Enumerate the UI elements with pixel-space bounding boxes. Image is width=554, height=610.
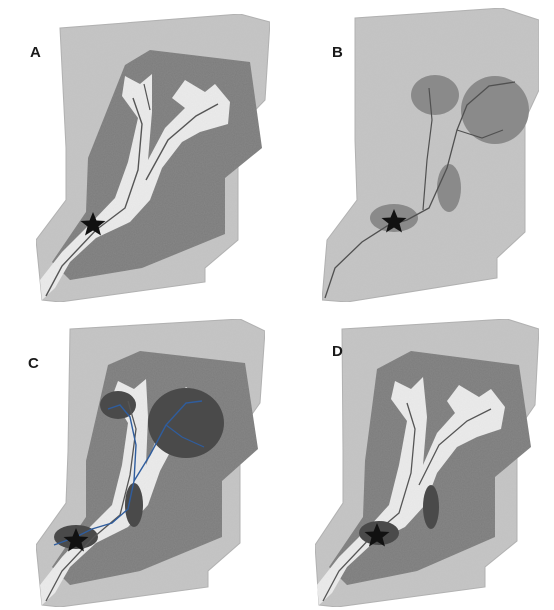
geology-diagram: [0, 0, 277, 305]
panel-d: D: [277, 305, 554, 610]
recharge-zone: [461, 76, 529, 144]
panel-b: B: [277, 0, 554, 305]
recharge-zone: [437, 164, 461, 212]
panel-a: A: [0, 0, 277, 305]
conduit-blob: [125, 483, 143, 527]
panel-label: C: [28, 355, 39, 372]
geology-diagram: [277, 305, 554, 610]
panel-c: C: [0, 305, 277, 610]
panel-label: B: [332, 44, 343, 61]
conduit-blob: [423, 485, 439, 529]
recharge-zone: [411, 75, 459, 115]
panel-label: D: [332, 343, 343, 360]
rock-slab: [322, 8, 539, 302]
panel-label: A: [30, 44, 41, 61]
geology-diagram: [277, 0, 554, 305]
conduit-blob: [148, 388, 224, 458]
geology-diagram: [0, 305, 277, 610]
